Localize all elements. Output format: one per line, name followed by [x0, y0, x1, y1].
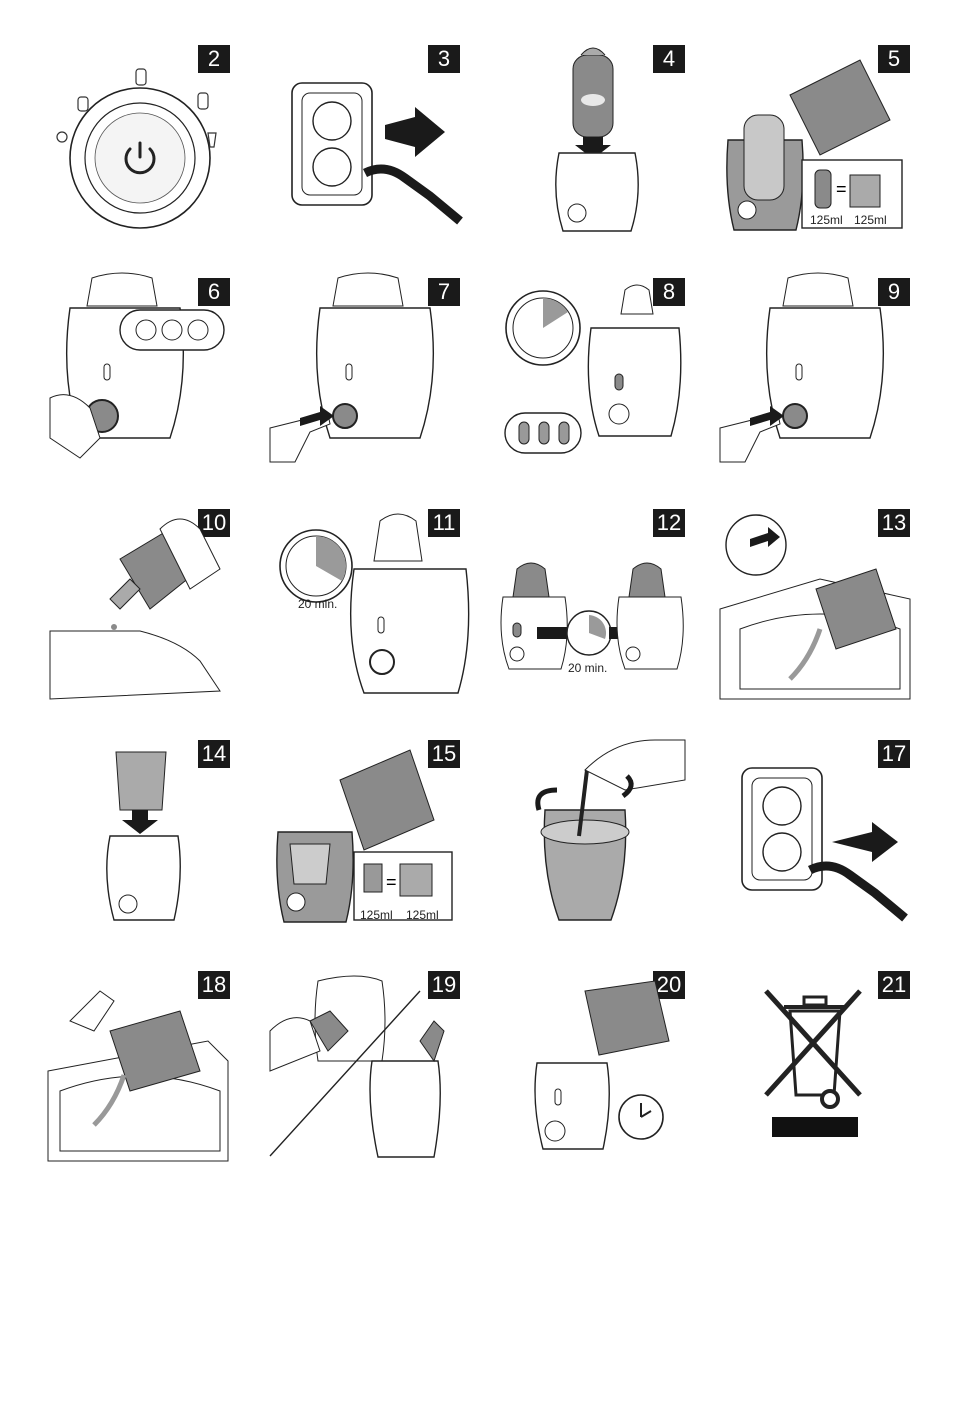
step-7-panel: 7 — [269, 272, 460, 468]
step-5-panel: 5 = 125ml 125ml — [720, 45, 910, 235]
stir-food-illustration — [535, 739, 686, 921]
test-temperature-illustration — [49, 518, 221, 700]
descale-illustration — [534, 980, 670, 1150]
indicator-light-illustration — [504, 284, 682, 454]
step-18-panel: 18 — [40, 971, 230, 1162]
empty-warmer-illustration — [719, 514, 911, 700]
step-number: 17 — [878, 740, 910, 768]
svg-text:=: = — [386, 872, 397, 892]
step-10-panel: 10 — [40, 509, 230, 700]
step-number: 12 — [653, 509, 685, 537]
step-number: 8 — [653, 278, 685, 306]
control-dial-illustration — [56, 68, 217, 229]
rinse-warmer-illustration — [47, 990, 229, 1162]
plug-in-socket-illustration — [291, 82, 463, 225]
step-number: 9 — [878, 278, 910, 306]
step-21-panel: 21 — [720, 971, 910, 1161]
step-number: 21 — [878, 971, 910, 999]
unplug-socket-illustration — [741, 767, 908, 922]
duration-label: 20 min. — [298, 597, 338, 611]
step-6-panel: 6 — [40, 272, 230, 468]
step-number: 15 — [428, 740, 460, 768]
press-power-button-illustration — [719, 272, 885, 463]
keep-warm-illustration — [500, 562, 684, 670]
clean-warmer-illustration — [269, 975, 445, 1158]
insert-container-illustration — [106, 751, 181, 921]
step-number: 4 — [653, 45, 685, 73]
step-20-panel: 20 — [495, 971, 685, 1161]
step-17-panel: 17 — [720, 740, 910, 930]
svg-text:=: = — [836, 179, 847, 199]
timer-20min-illustration — [279, 513, 470, 694]
duration-label: 20 min. — [568, 661, 608, 675]
step-number: 13 — [878, 509, 910, 537]
pour-water-illustration: = — [276, 749, 453, 923]
weee-disposal-icon — [764, 989, 862, 1109]
black-bar — [772, 1117, 858, 1137]
step-14-panel: 14 — [40, 740, 230, 930]
step-13-panel: 13 — [719, 509, 911, 700]
pour-water-illustration: = — [726, 59, 903, 231]
quantity-label: 125ml — [406, 908, 439, 922]
step-number: 20 — [653, 971, 685, 999]
step-8-panel: 8 — [495, 278, 685, 468]
step-number: 19 — [428, 971, 460, 999]
select-setting-illustration — [49, 272, 225, 459]
step-number: 7 — [428, 278, 460, 306]
step-9-panel: 9 — [719, 272, 910, 468]
press-power-button-illustration — [269, 272, 435, 463]
step-number: 5 — [878, 45, 910, 73]
quantity-label: 125ml — [854, 213, 887, 227]
step-19-panel: 19 — [269, 971, 460, 1161]
step-number: 10 — [198, 509, 230, 537]
step-number: 11 — [428, 509, 460, 537]
quantity-label: 125ml — [360, 908, 393, 922]
step-11-panel: 11 20 min. — [270, 509, 470, 699]
step-number: 6 — [198, 278, 230, 306]
step-16-panel: 16 — [495, 739, 686, 930]
step-3-panel: 3 — [270, 45, 463, 235]
quantity-label: 125ml — [810, 213, 843, 227]
insert-bottle-illustration — [555, 47, 639, 232]
step-number: 3 — [428, 45, 460, 73]
step-number: 14 — [198, 740, 230, 768]
step-12-panel: 12 20 min. — [495, 509, 685, 699]
step-2-panel: 2 — [40, 45, 230, 235]
step-number: 2 — [198, 45, 230, 73]
step-number: 18 — [198, 971, 230, 999]
step-4-panel: 4 — [495, 45, 685, 235]
step-15-panel: 15 = 125ml 125ml — [270, 740, 460, 930]
